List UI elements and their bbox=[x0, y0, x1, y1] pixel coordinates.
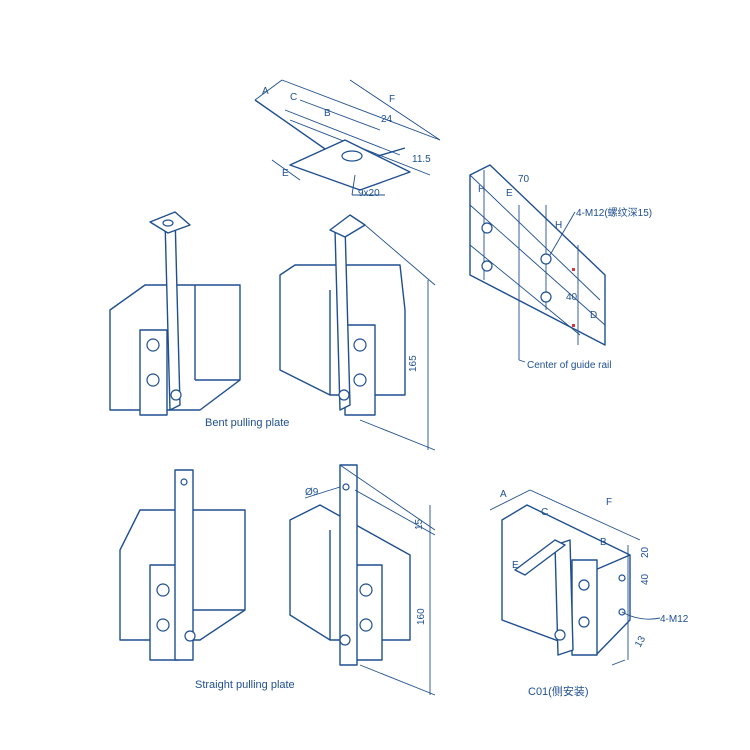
hole-dia-label: Ø9 bbox=[305, 487, 319, 498]
bent-plate-left: Bent pulling plate bbox=[109, 211, 289, 429]
c01-dim-c: C bbox=[541, 507, 548, 518]
dim-70: 70 bbox=[518, 174, 530, 185]
dim-e: E bbox=[506, 188, 513, 199]
guide-rail-label: Center of guide rail bbox=[527, 360, 612, 371]
c01-side-mount: A C F B E 20 40 4-M12 13 C01(侧安装) bbox=[489, 489, 689, 698]
dim-e: E bbox=[282, 168, 289, 179]
c01-dim-20: 20 bbox=[640, 546, 651, 558]
dim-h-left: H bbox=[478, 184, 485, 195]
c01-caption: C01(侧安装) bbox=[528, 684, 589, 698]
straight-plate-left: Straight pulling plate bbox=[119, 469, 295, 691]
dim-h-right: H bbox=[555, 220, 562, 231]
top-plate-view: A C B F 24 11.5 9x20 E bbox=[254, 79, 441, 199]
dim-d: D bbox=[590, 310, 597, 321]
straight-plate-right: Ø9 15 160 bbox=[289, 464, 436, 696]
dim-slot: 9x20 bbox=[358, 188, 380, 199]
dim-15: 15 bbox=[414, 518, 425, 530]
dim-11-5: 11.5 bbox=[412, 154, 431, 165]
mount-plate-view: H E 70 H 4-M12(螺纹深15) 40 D Center of gui… bbox=[469, 164, 652, 371]
dim-f: F bbox=[389, 94, 395, 105]
dim-b: B bbox=[324, 108, 331, 119]
c01-dim-f: F bbox=[606, 497, 612, 508]
c01-dim-13: 13 bbox=[633, 634, 648, 650]
c01-thread-label: 4-M12 bbox=[660, 614, 689, 625]
dim-24: 24 bbox=[381, 114, 393, 125]
c01-dim-40: 40 bbox=[640, 573, 651, 585]
bent-height-dim: 165 bbox=[408, 355, 419, 372]
straight-caption: Straight pulling plate bbox=[195, 679, 295, 691]
straight-height-dim: 160 bbox=[416, 608, 427, 625]
c01-dim-a: A bbox=[500, 489, 507, 500]
c01-dim-e: E bbox=[512, 560, 519, 571]
dim-c: C bbox=[290, 92, 297, 103]
dim-a: A bbox=[262, 86, 269, 97]
bent-plate-right: 165 bbox=[279, 214, 436, 451]
c01-dim-b: B bbox=[600, 537, 607, 548]
dim-40: 40 bbox=[566, 292, 578, 303]
thread-label: 4-M12(螺纹深15) bbox=[576, 206, 652, 219]
bent-caption: Bent pulling plate bbox=[205, 417, 289, 429]
